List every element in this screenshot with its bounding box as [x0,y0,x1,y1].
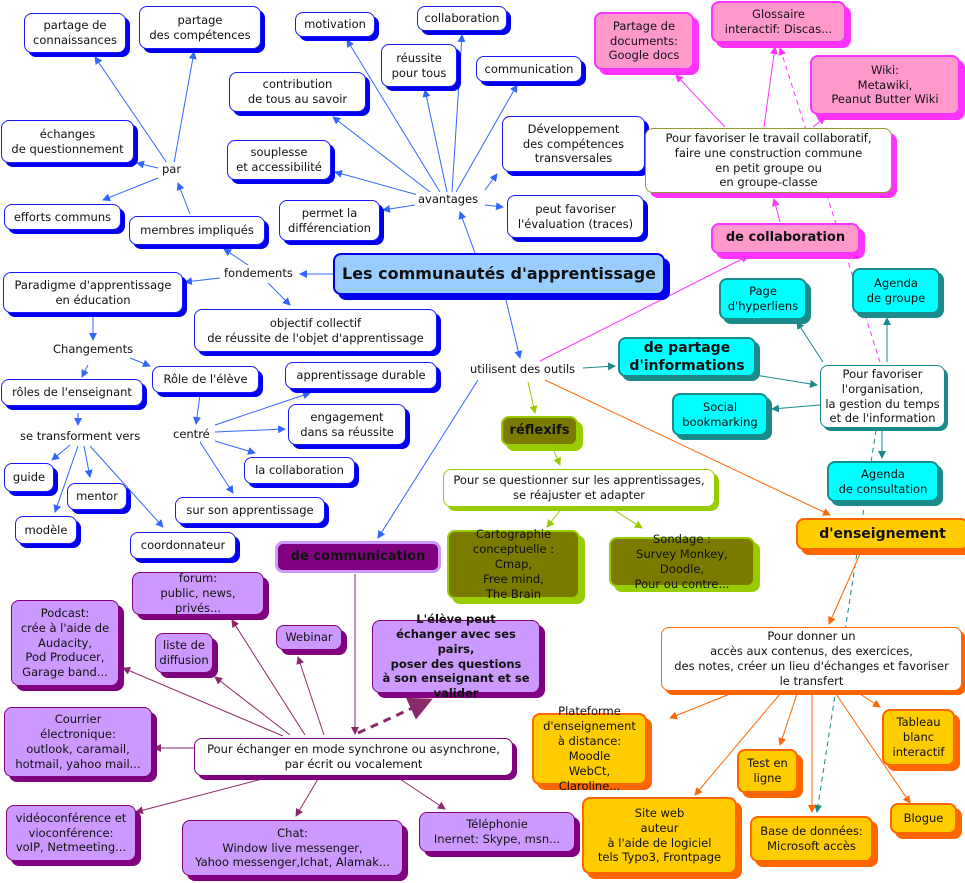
node-paradigme[interactable]: Paradigme d'apprentissage en éducation [3,272,183,313]
link-label-changements: Changements [51,342,136,356]
link-label-centre: centré [171,427,212,441]
node-pour-donner[interactable]: Pour donner un accès aux contenus, des e… [661,627,962,691]
node-reussite[interactable]: réussite pour tous [381,44,457,87]
node-peut-favoriser[interactable]: peut favoriser l'évaluation (traces) [507,195,644,238]
node-sur-son-apprentissage[interactable]: sur son apprentissage [175,497,325,524]
link-label-utilisent: utilisent des outils [468,362,578,376]
node-apprentissage-durable[interactable]: apprentissage durable [285,362,437,389]
node-modele[interactable]: modèle [15,516,77,544]
node-communication[interactable]: communication [476,56,582,82]
node-glossaire[interactable]: Glossaire interactif: Discas... [711,1,846,43]
node-pour-organisation[interactable]: Pour favoriser l'organisation, la gestio… [820,365,945,428]
node-mentor[interactable]: mentor [67,483,127,510]
node-videoconference[interactable]: vidéoconférence et vioconférence: voIP, … [6,805,136,861]
node-blogue[interactable]: Blogue [890,803,957,834]
node-test-en-ligne[interactable]: Test en ligne [737,749,798,793]
node-roles-enseignant[interactable]: rôles de l'enseignant [1,379,143,406]
node-eleve-peut[interactable]: L'élève peut échanger avec ses pairs, po… [372,612,540,700]
node-developpement[interactable]: Développement des compétences transversa… [502,116,645,172]
node-efforts[interactable]: efforts communs [4,204,121,230]
node-wiki[interactable]: Wiki: Metawiki, Peanut Butter Wiki [810,55,960,115]
node-reflexifs[interactable]: réflexifs [501,416,578,446]
link-label-fondements: fondements [222,266,295,280]
node-de-communication[interactable]: de communication [275,541,441,573]
node-souplesse[interactable]: souplesse et accessibilité [227,140,331,180]
node-liste-diffusion[interactable]: liste de diffusion [155,633,213,673]
node-base-donnees[interactable]: Base de données: Microsoft accès [750,816,873,862]
node-objectif[interactable]: objectif collectif de réussite de l'obje… [194,309,437,352]
node-partage-documents[interactable]: Partage de documents: Google docs [594,12,694,70]
node-social-bookmarking[interactable]: Social bookmarking [672,393,768,436]
node-courrier[interactable]: Courrier électronique: outlook, caramail… [4,707,152,777]
node-agenda-groupe[interactable]: Agenda de groupe [852,268,940,314]
node-forum[interactable]: forum: public, news, privés... [132,571,264,615]
node-webinar[interactable]: Webinar [276,625,342,650]
node-telephonie[interactable]: Téléphonie Inernet: Skype, msn... [419,812,575,852]
node-engagement[interactable]: engagement dans sa réussite [288,404,406,445]
node-guide[interactable]: guide [4,463,54,492]
node-la-collaboration[interactable]: la collaboration [244,457,355,484]
node-pour-echanger[interactable]: Pour échanger en mode synchrone ou async… [194,738,513,776]
node-partage-connaissances[interactable]: partage de connaissances [24,13,126,53]
node-pour-questionner[interactable]: Pour se questionner sur les apprentissag… [443,469,715,507]
node-coordonnateur[interactable]: coordonnateur [130,532,236,559]
node-membres[interactable]: membres impliqués [129,216,265,245]
link-label-se-transforment: se transforment vers [18,429,143,443]
node-collaboration[interactable]: collaboration [417,6,507,31]
node-role-eleve[interactable]: Rôle de l'élève [152,366,259,393]
node-permet[interactable]: permet la différenciation [279,200,380,241]
node-tableau-blanc[interactable]: Tableau blanc interactif [882,709,955,766]
node-contribution[interactable]: contribution de tous au savoir [229,72,366,112]
node-page-hyperliens[interactable]: Page d'hyperliens [719,278,807,320]
node-site-web[interactable]: Site web auteur à l'aide de logiciel tel… [582,797,737,874]
node-partage-competences[interactable]: partage des compétences [139,6,261,49]
link-label-par: par [160,162,184,176]
node-d-enseignement[interactable]: d'enseignement [796,518,965,550]
central-topic[interactable]: Les communautés d'apprentissage [333,253,665,295]
node-sondage[interactable]: Sondage : Survey Monkey, Doodle, Pour ou… [609,532,755,591]
node-de-collaboration[interactable]: de collaboration [711,223,860,254]
node-motivation[interactable]: motivation [295,12,375,37]
link-label-avantages: avantages [416,192,481,206]
node-chat[interactable]: Chat: Window live messenger, Yahoo messe… [182,820,403,876]
node-cartographie[interactable]: Cartographie conceptuelle : Cmap, Free m… [447,527,580,601]
node-echanges[interactable]: échanges de questionnement [1,120,134,163]
node-pour-collaboratif[interactable]: Pour favoriser le travail collaboratif, … [645,128,892,193]
node-podcast[interactable]: Podcast: crée à l'aide de Audacity, Pod … [11,600,119,686]
node-plateforme[interactable]: Plateforme d'enseignement à distance: Mo… [532,704,647,793]
node-agenda-consultation[interactable]: Agenda de consultation [827,461,939,502]
node-de-partage[interactable]: de partage d'informations [618,337,756,377]
